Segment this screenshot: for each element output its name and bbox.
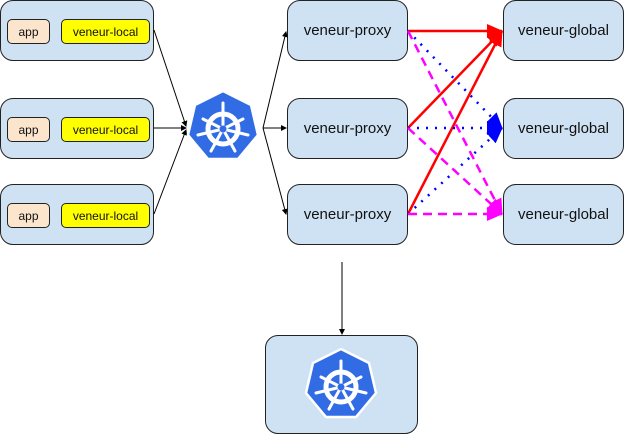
app-pill: app	[7, 117, 50, 142]
kubernetes-icon	[188, 91, 258, 159]
proxy-label: veneur-proxy	[303, 120, 392, 137]
edge-proxy2-global3	[407, 127, 503, 215]
global-label: veneur-global	[518, 22, 609, 39]
kubernetes-icon	[306, 349, 376, 417]
edge-router-proxy3	[262, 127, 288, 215]
host-box-3: app veneur-local	[0, 184, 154, 245]
veneur-local-pill: veneur-local	[61, 19, 150, 44]
edge-proxy3-global1	[406, 30, 504, 215]
veneur-local-pill: veneur-local	[61, 117, 150, 142]
proxy-box-3: veneur-proxy	[287, 184, 408, 245]
edge-host1-router	[153, 29, 188, 127]
proxy-label: veneur-proxy	[303, 206, 392, 223]
edge-proxy2-global1	[407, 30, 503, 129]
global-label: veneur-global	[518, 206, 609, 223]
global-box-2: veneur-global	[503, 98, 624, 159]
proxy-box-2: veneur-proxy	[287, 98, 408, 159]
app-pill: app	[7, 203, 50, 228]
global-box-1: veneur-global	[503, 0, 624, 61]
proxy-label: veneur-proxy	[303, 22, 392, 39]
host-box-1: app veneur-local	[0, 0, 154, 61]
proxy-box-1: veneur-proxy	[287, 0, 408, 61]
veneur-local-pill: veneur-local	[61, 203, 150, 228]
edge-router-proxy1	[262, 31, 288, 129]
edge-proxy1-global3	[406, 30, 504, 215]
app-pill: app	[7, 19, 50, 44]
host-box-2: app veneur-local	[0, 98, 154, 159]
global-box-3: veneur-global	[503, 184, 624, 245]
global-label: veneur-global	[518, 120, 609, 137]
edge-host3-router	[153, 129, 188, 215]
